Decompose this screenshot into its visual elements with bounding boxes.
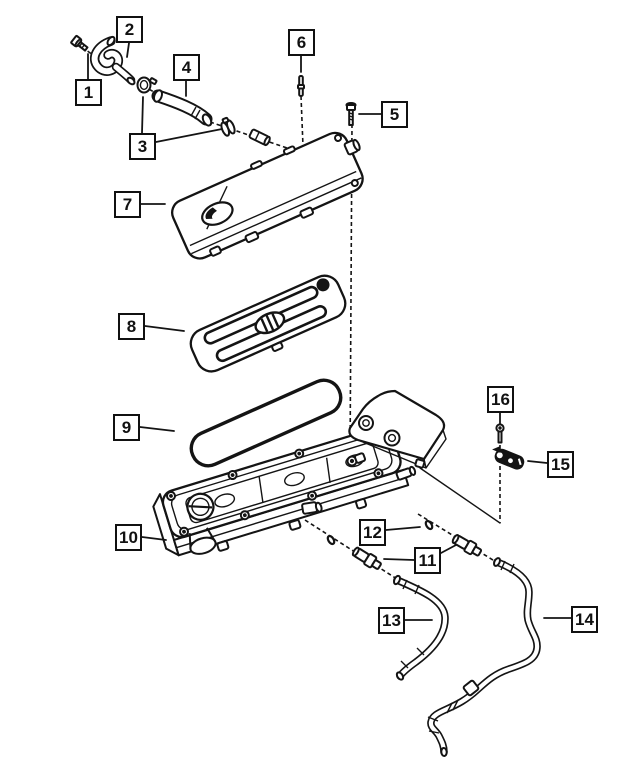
cylinder-head-cover-rail-plate bbox=[346, 389, 447, 481]
foam-insulator-part-8 bbox=[189, 274, 347, 373]
callout-10[interactable]: 10 bbox=[115, 524, 142, 551]
callout-14[interactable]: 14 bbox=[571, 606, 598, 633]
callout-8[interactable]: 8 bbox=[118, 313, 145, 340]
cover-gasket-part-9 bbox=[189, 378, 343, 468]
callout-5[interactable]: 5 bbox=[381, 101, 408, 128]
o-ring-b-part-12 bbox=[424, 519, 434, 531]
callout-12[interactable]: 12 bbox=[359, 519, 386, 546]
hose-clamp-a-part-3 bbox=[136, 76, 158, 94]
bolt-part-1 bbox=[70, 35, 89, 52]
engine-top-cover-part-7 bbox=[171, 131, 364, 260]
fitting-b-part-11 bbox=[451, 533, 483, 557]
long-vapor-tube-part-14 bbox=[427, 557, 541, 757]
callout-3[interactable]: 3 bbox=[129, 133, 156, 160]
breather-hose-part-4 bbox=[151, 89, 213, 127]
callout-11[interactable]: 11 bbox=[414, 547, 441, 574]
callout-4[interactable]: 4 bbox=[173, 54, 200, 81]
bolt-part-5 bbox=[345, 102, 357, 126]
callout-6[interactable]: 6 bbox=[288, 29, 315, 56]
retainer-clip-part-15 bbox=[492, 445, 525, 470]
callout-13[interactable]: 13 bbox=[378, 607, 405, 634]
callout-15[interactable]: 15 bbox=[547, 451, 574, 478]
callout-leader-lines bbox=[87, 42, 572, 621]
hose-end-fitting bbox=[248, 128, 271, 147]
fitting-a-part-11 bbox=[351, 546, 382, 570]
stud-part-6 bbox=[297, 75, 305, 97]
hose-clamp-b-part-3 bbox=[220, 116, 236, 137]
breather-elbow-part-2 bbox=[89, 35, 136, 86]
short-vapor-tube-part-13 bbox=[392, 574, 449, 681]
callout-9[interactable]: 9 bbox=[113, 414, 140, 441]
callout-2[interactable]: 2 bbox=[116, 16, 143, 43]
callout-7[interactable]: 7 bbox=[114, 191, 141, 218]
callout-1[interactable]: 1 bbox=[75, 79, 102, 106]
callout-16[interactable]: 16 bbox=[487, 386, 514, 413]
retainer-screw-part-16 bbox=[495, 423, 505, 444]
o-ring-a-part-12 bbox=[326, 534, 336, 546]
